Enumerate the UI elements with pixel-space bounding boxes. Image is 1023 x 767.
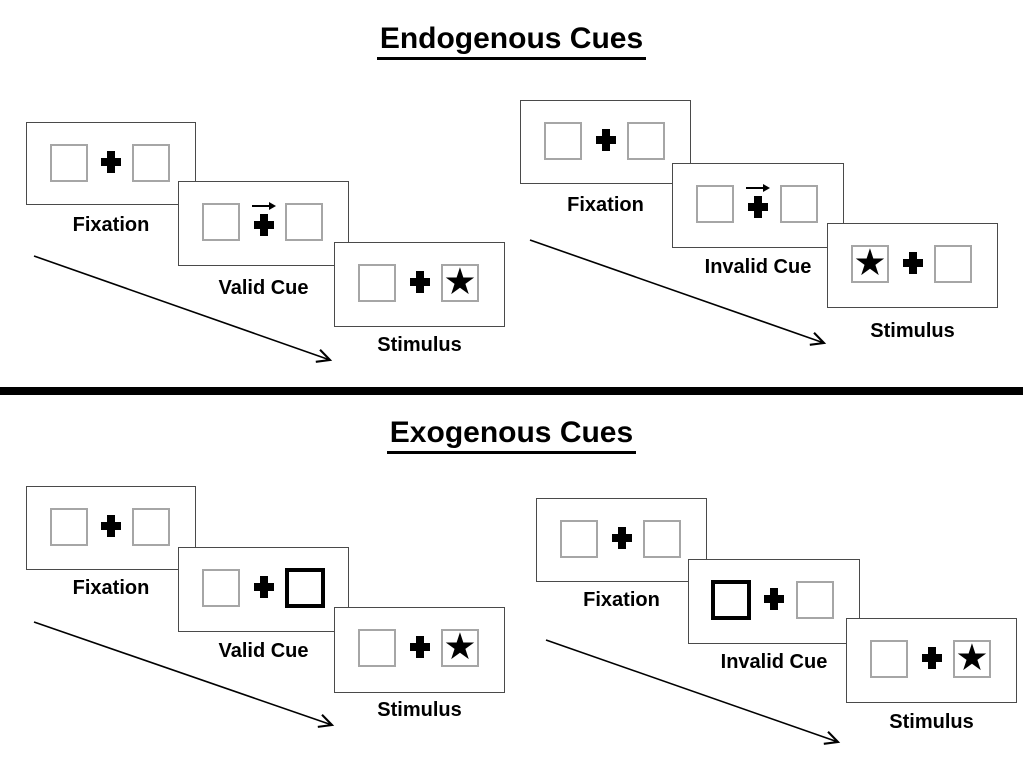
right-placeholder-box (796, 581, 834, 619)
right-placeholder-box (934, 245, 972, 283)
stimulus-card: ★ (827, 223, 998, 308)
fixation-cross-icon (101, 151, 121, 173)
fixation-cross-icon (253, 214, 274, 236)
left-placeholder-box (358, 629, 396, 667)
valid-cue-label: Valid Cue (218, 640, 309, 662)
valid-cue-card (178, 547, 349, 632)
star-target-box: ★ (851, 242, 889, 283)
highlighted-cue-box (711, 580, 751, 620)
fixation-label: Fixation (72, 577, 150, 599)
fixation-label: Fixation (583, 589, 660, 611)
endogenous-title-text: Endogenous Cues (376, 22, 647, 60)
fixation-cross-icon (253, 576, 274, 598)
fixation-card (26, 486, 196, 570)
invalid-cue-card (672, 163, 844, 248)
star-target-box: ★ (441, 261, 479, 302)
left-placeholder-box (560, 520, 598, 558)
right-placeholder-box (627, 122, 665, 160)
right-placeholder-box (132, 144, 170, 182)
fixation-cross-icon (595, 129, 616, 151)
left-placeholder-box (50, 144, 88, 182)
stimulus-card: ★ (334, 607, 505, 693)
star-icon: ★ (853, 242, 887, 283)
timeline-arrow (33, 255, 333, 363)
fixation-cross-icon (409, 271, 430, 293)
timeline-arrow (545, 639, 841, 745)
invalid-cue-label: Invalid Cue (704, 256, 812, 278)
stimulus-label: Stimulus (870, 320, 955, 342)
valid-cue-card (178, 181, 349, 266)
star-target-box: ★ (441, 626, 479, 667)
exogenous-section-title: Exogenous Cues (0, 416, 1023, 454)
right-placeholder-box (780, 185, 818, 223)
fixation-label: Fixation (567, 194, 644, 216)
fixation-card (26, 122, 196, 205)
left-placeholder-box (696, 185, 734, 223)
star-icon: ★ (955, 637, 989, 678)
valid-cue-label: Valid Cue (218, 277, 309, 299)
star-target-box: ★ (953, 637, 991, 678)
section-divider (0, 387, 1023, 395)
invalid-cue-card (688, 559, 860, 644)
stimulus-label: Stimulus (889, 711, 974, 733)
left-placeholder-box (358, 264, 396, 302)
right-placeholder-box (285, 203, 323, 241)
fixation-cross-icon (611, 527, 632, 549)
fixation-cross-icon (921, 647, 942, 669)
right-placeholder-box (132, 508, 170, 546)
left-placeholder-box (202, 203, 240, 241)
timeline-arrow (33, 621, 335, 728)
fixation-cross-icon (902, 252, 923, 274)
stimulus-label: Stimulus (377, 699, 462, 721)
star-icon: ★ (443, 626, 477, 667)
fixation-card (536, 498, 707, 582)
fixation-cross-icon (409, 636, 430, 658)
right-placeholder-box (643, 520, 681, 558)
timeline-arrow (529, 239, 827, 346)
stimulus-label: Stimulus (377, 334, 462, 356)
fixation-cross-icon (748, 196, 768, 218)
left-placeholder-box (870, 640, 908, 678)
fixation-card (520, 100, 691, 184)
invalid-cue-label: Invalid Cue (720, 651, 828, 673)
highlighted-cue-box (285, 568, 325, 608)
fixation-label: Fixation (72, 214, 150, 236)
right-arrow-icon (251, 198, 277, 210)
left-placeholder-box (544, 122, 582, 160)
stimulus-card: ★ (334, 242, 505, 327)
fixation-cross-icon (764, 588, 784, 610)
fixation-cross-icon (101, 515, 121, 537)
left-placeholder-box (50, 508, 88, 546)
endogenous-section-title: Endogenous Cues (0, 22, 1023, 60)
left-placeholder-box (202, 569, 240, 607)
star-icon: ★ (443, 261, 477, 302)
exogenous-title-text: Exogenous Cues (386, 416, 637, 454)
right-arrow-icon (745, 180, 771, 192)
stimulus-card: ★ (846, 618, 1017, 703)
